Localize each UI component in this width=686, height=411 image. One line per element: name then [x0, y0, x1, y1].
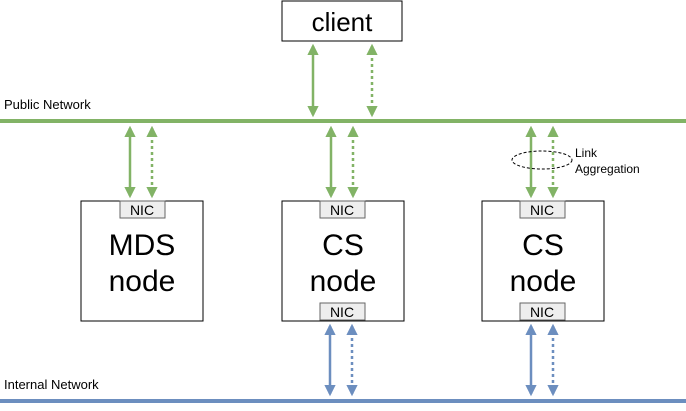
- cs-node-2-bottom-nic-label: NIC: [530, 304, 554, 320]
- cs-node-1-line2: node: [310, 265, 377, 298]
- cs-node-1-bottom-nic: [319, 302, 366, 321]
- cs-node-1-top-nic-label: NIC: [330, 202, 354, 218]
- cs-node-1-box: [281, 200, 405, 322]
- public-network-label: Public Network: [4, 97, 91, 112]
- cs-node-2-line1: CS: [522, 229, 564, 262]
- mds-top-nic: [119, 200, 166, 219]
- cs-node-2-line2: node: [510, 265, 577, 298]
- cs-node-1-top-nic: [319, 200, 366, 219]
- cs-node-1-line1: CS: [322, 229, 364, 262]
- cs-node-2-bottom-nic: [519, 302, 566, 321]
- mds-top-nic-label: NIC: [130, 202, 154, 218]
- cs-node-1-bottom-nic-label: NIC: [330, 304, 354, 320]
- cs-node-2-top-nic-label: NIC: [530, 202, 554, 218]
- cs-node-2-top-nic: [519, 200, 566, 219]
- internal-network-label: Internal Network: [4, 377, 99, 392]
- cs-node-2-box: [481, 200, 605, 322]
- link-aggregation-label: Link Aggregation: [575, 145, 640, 177]
- link-aggregation-ellipse: [511, 150, 573, 170]
- link-aggregation-label-line1: Link: [575, 146, 598, 160]
- mds-node-line1: MDS: [109, 229, 176, 262]
- mds-node-line2: node: [109, 265, 176, 298]
- client-label: client: [312, 7, 373, 37]
- link-aggregation-label-line2: Aggregation: [575, 162, 640, 176]
- client-box: [281, 0, 403, 42]
